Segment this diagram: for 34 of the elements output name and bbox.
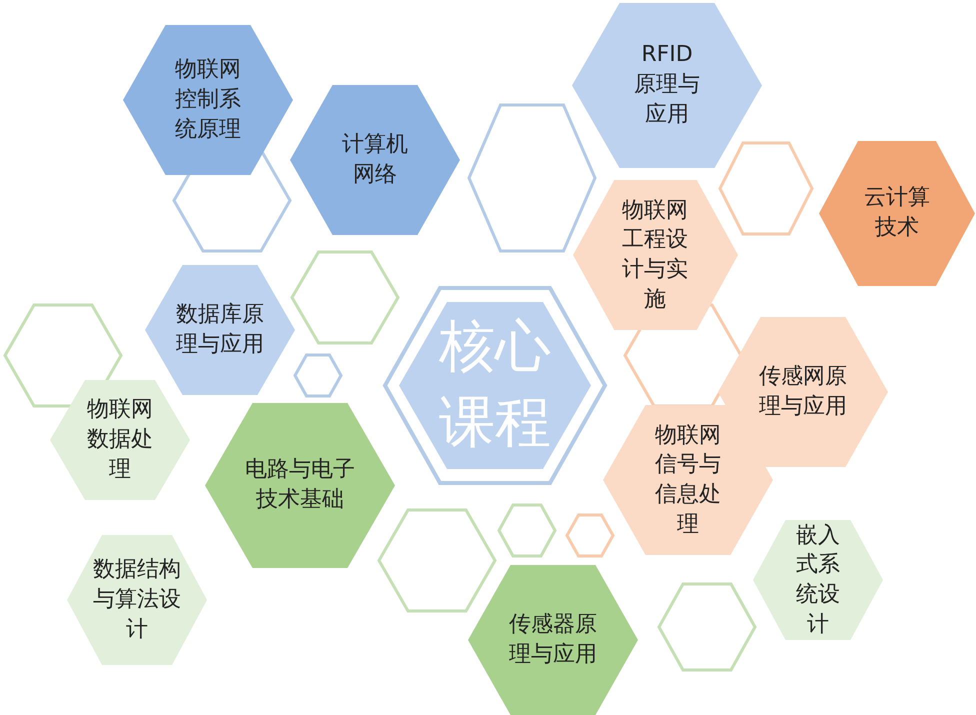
course-name: 核心课程 [438,313,552,457]
course-name: 传感网原理与应用 [758,363,848,421]
course-hexagon [123,25,293,175]
empty-hexagon [377,508,497,612]
empty-hexagon [718,140,814,236]
empty-hexagon [293,352,343,398]
course-hexagon [753,520,883,640]
course-hexagon [50,380,190,500]
course-name: 数据库原理与应用 [175,301,265,359]
course-name: 数据结构与算法设计 [92,556,182,644]
course-hexagon [290,85,460,235]
course-name: 电路与电子技术基础 [244,456,356,514]
empty-hexagon [565,512,615,558]
course-name: 传感器原理与应用 [508,611,598,669]
empty-hexagon [290,250,400,344]
course-hexagon [385,288,605,482]
empty-hexagon [497,502,557,558]
course-name: 物联网工程设计与实施 [621,196,689,314]
course-name: 物联网信号与信息处理 [654,422,722,539]
course-name: 计算机网络 [341,131,409,189]
course-name: 物联网数据处理 [86,396,154,484]
empty-hexagon [467,103,597,253]
course-hexagon [572,180,738,330]
course-name: RFID原理与应用 [633,41,701,129]
course-name: 物联网控制系统原理 [174,56,242,144]
course-hexagon [205,402,395,568]
course-hexagon [819,140,975,286]
course-hexagon [145,265,295,395]
course-hexagon [67,535,207,665]
empty-hexagon [657,582,757,672]
course-hexagon [572,2,762,168]
course-hexagon [468,565,638,715]
course-name: 嵌入式系统设计 [795,522,841,639]
course-name: 云计算技术 [863,184,931,242]
